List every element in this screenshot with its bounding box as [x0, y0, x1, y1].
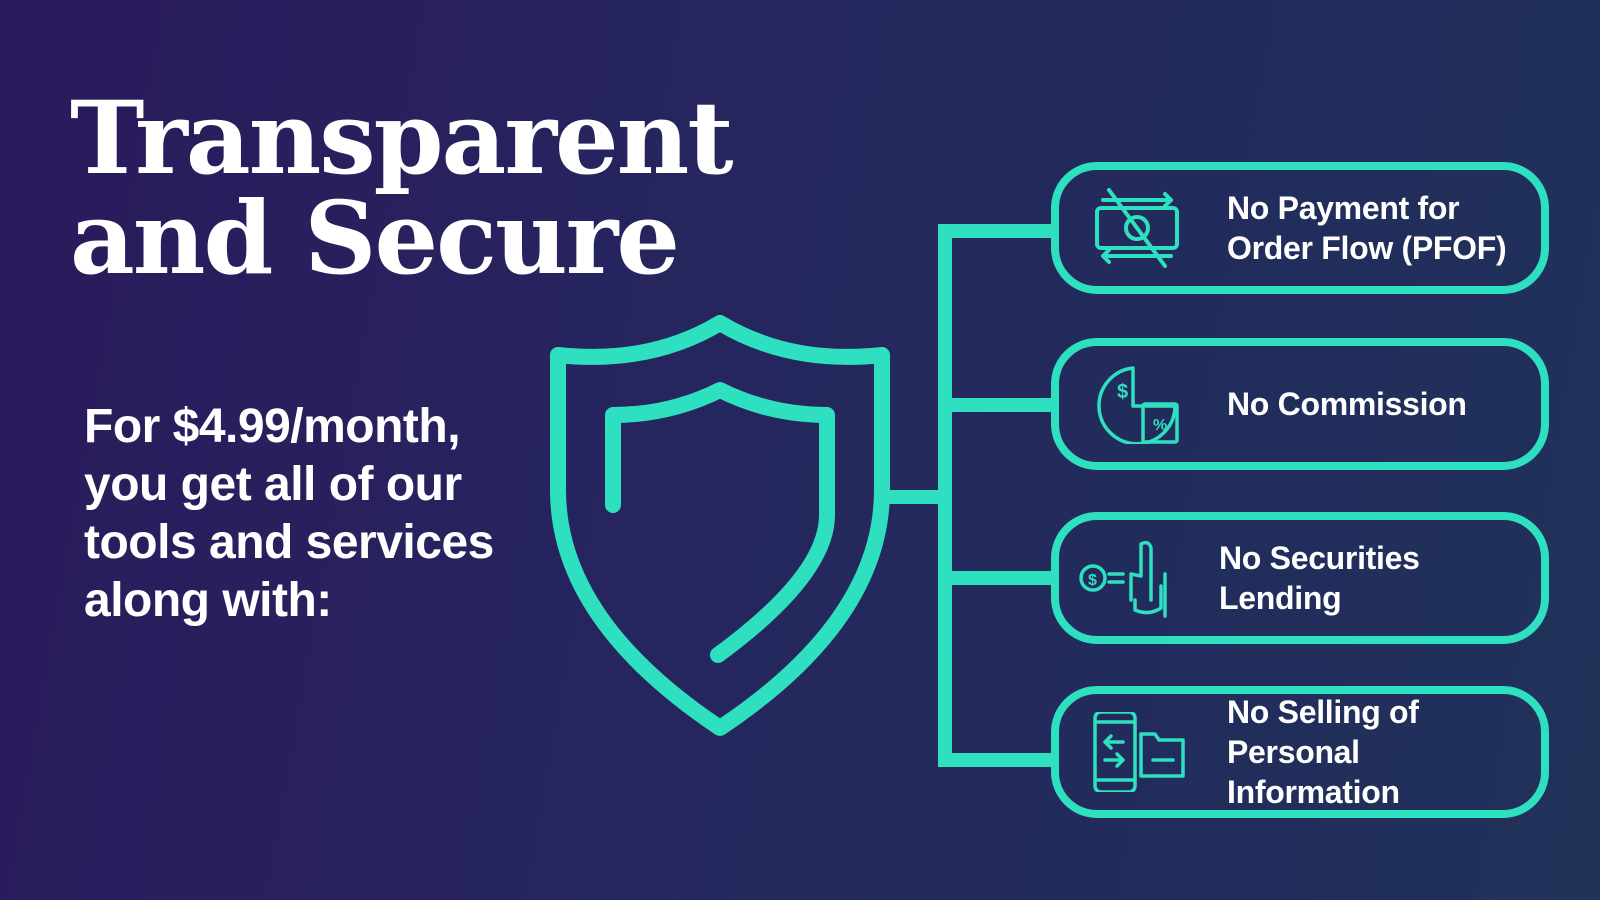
coin-hand-icon: $: [1079, 540, 1167, 618]
headline-line-1: Transparent: [70, 79, 734, 197]
headline-line-2: and Secure: [70, 179, 680, 297]
feature-box-pfof: No Payment for Order Flow (PFOF): [1051, 162, 1549, 294]
shield-icon: [550, 315, 890, 736]
feature-box-commission: $ % No Commission: [1051, 338, 1549, 470]
shield-inner-outline: [605, 382, 835, 663]
phone-folder-transfer-icon: [1093, 712, 1185, 792]
feature-box-personal-info: No Selling of Personal Information: [1051, 686, 1549, 818]
crossed-out-money-arrows-icon: [1095, 188, 1179, 268]
dollar-glyph: $: [1117, 381, 1128, 403]
dollar-percent-pie-icon: $ %: [1097, 366, 1179, 444]
feature-label-securities-lending: No Securities Lending: [1219, 540, 1420, 616]
subheadline: For $4.99/month, you get all of our tool…: [84, 400, 494, 627]
headline: Transparent and Secure: [70, 79, 734, 297]
feature-label-pfof: No Payment for Order Flow (PFOF): [1227, 190, 1507, 266]
percent-glyph: %: [1153, 417, 1167, 434]
coin-dollar-glyph: $: [1088, 572, 1097, 589]
feature-label-personal-info: No Selling of Personal Information: [1227, 694, 1419, 810]
feature-label-commission: No Commission: [1227, 386, 1467, 422]
feature-box-securities-lending: $ No Securities Lending: [1051, 512, 1549, 644]
